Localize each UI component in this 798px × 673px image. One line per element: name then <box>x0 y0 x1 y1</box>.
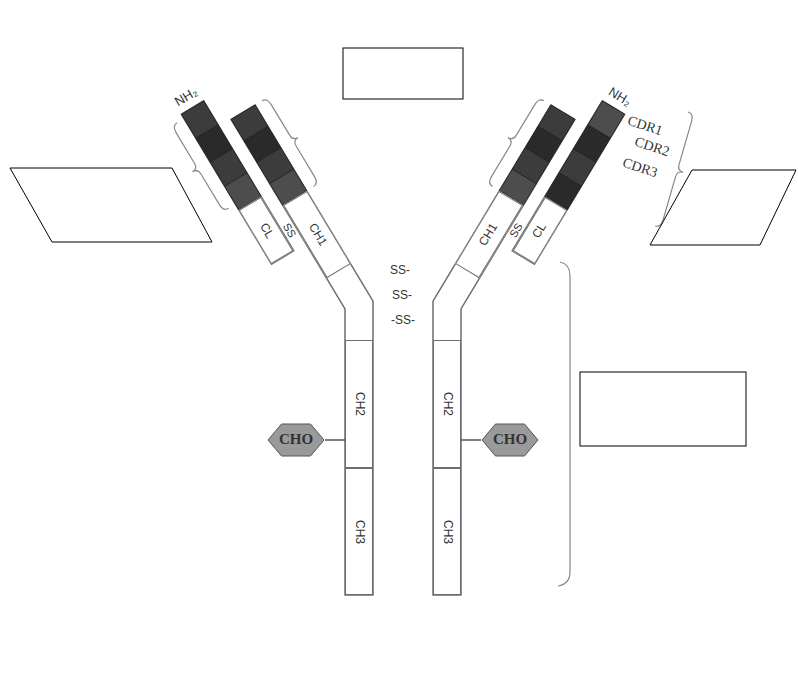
cdr-label-holder: CDR1 <box>626 114 664 138</box>
heavy-constant-domain: CH3 <box>433 468 461 595</box>
brace <box>482 95 544 187</box>
left-arm <box>164 69 347 275</box>
node-text-group: CH2 <box>352 392 366 416</box>
node-text-group: CHO <box>279 431 313 448</box>
disulfide-label: SS- <box>390 264 410 276</box>
node-text-group: CL <box>257 220 277 240</box>
hexagon-shape <box>482 424 538 456</box>
node-label: CH2 <box>352 392 366 416</box>
terminus-label-holder: NH₂ <box>607 85 634 108</box>
cdr-label: CDR3 <box>621 156 659 180</box>
blank-label-box <box>580 372 746 446</box>
terminus-label-holder: NH₂ <box>172 85 199 108</box>
cdr-label-holder: CDR3 <box>621 156 659 180</box>
node-label: CL <box>530 220 550 240</box>
node-text-group: CH3 <box>352 519 366 543</box>
node-label: CL <box>257 220 277 240</box>
heavy-constant-domain: CH2 <box>433 340 461 468</box>
carbohydrate-hexagon: CHO <box>481 423 539 457</box>
node-label: CH3 <box>440 519 454 543</box>
heavy-constant-domain: CH3 <box>345 468 373 595</box>
node-text-group: CHO <box>493 431 527 448</box>
node-text-group: CH3 <box>440 519 454 543</box>
disulfide-label-holder: SS- <box>392 289 412 301</box>
cdr-label: CDR1 <box>626 114 664 138</box>
disulfide-label-holder: SS- <box>390 264 410 276</box>
node-text-group: CH1 <box>477 220 501 248</box>
connector-line <box>461 439 481 441</box>
hexagon-shape <box>268 424 324 456</box>
bracket <box>558 262 570 586</box>
right-arm <box>459 69 625 264</box>
terminus-label: NH₂ <box>607 85 634 108</box>
heavy-chain <box>433 105 575 595</box>
node-text-group: CL <box>530 220 550 240</box>
node-label: CHO <box>493 431 527 448</box>
blank-label-box <box>650 170 796 245</box>
carbohydrate-hexagon: CHO <box>267 423 325 457</box>
blank-label-box <box>10 168 212 242</box>
blank-label-box <box>343 48 463 99</box>
heavy-constant-domain: CH2 <box>345 340 373 468</box>
node-text-group: CH2 <box>440 392 454 416</box>
disulfide-label: -SS- <box>391 314 415 326</box>
connector-line <box>325 439 345 441</box>
brace <box>262 95 324 187</box>
node-label: CHO <box>279 431 313 448</box>
cdr-label: CDR2 <box>633 135 671 159</box>
heavy-chain <box>231 105 373 595</box>
node-label: CH1 <box>477 220 501 248</box>
node-label: CH2 <box>440 392 454 416</box>
node-label: CH3 <box>352 519 366 543</box>
terminus-label: NH₂ <box>172 85 199 108</box>
node-text-group: CH1 <box>304 220 328 248</box>
cdr-label-holder: CDR2 <box>633 135 671 159</box>
node-label: CH1 <box>304 220 328 248</box>
disulfide-label-holder: -SS- <box>391 314 415 326</box>
disulfide-label: SS- <box>392 289 412 301</box>
